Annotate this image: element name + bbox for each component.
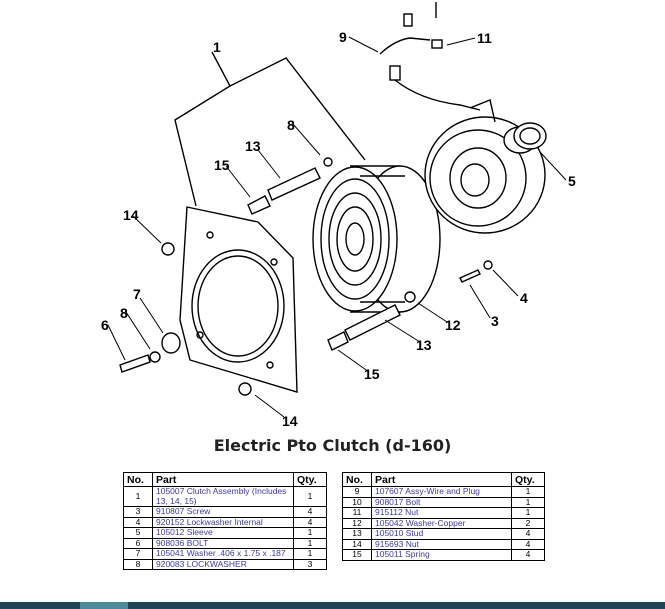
part-description-cell: 105011 Spring [371, 549, 512, 561]
table-row: 1 105007 Clutch Assembly (Includes 13, 1… [123, 486, 327, 507]
part-number-cell: 6 [123, 537, 153, 549]
callout-8-upper: 8 [287, 117, 295, 133]
part-number-cell: 8 [123, 558, 153, 570]
part-number-cell: 4 [123, 516, 153, 528]
callout-7: 7 [133, 286, 141, 302]
assembly-bracket [174, 51, 366, 207]
part-qty-cell: 1 [511, 486, 545, 498]
wire-harness-part [379, 2, 481, 111]
part-qty-cell: 4 [511, 538, 545, 550]
callout-6: 6 [101, 317, 109, 333]
part-description-cell: 915112 Nut [371, 507, 512, 519]
part-qty-cell: 1 [293, 527, 327, 539]
diagram-title: Electric Pto Clutch (d-160) [213, 436, 452, 455]
bottom-bar [0, 602, 665, 609]
table-row: 10 908017 Bolt 1 [342, 496, 545, 508]
part-number-cell: 9 [342, 486, 372, 498]
table-header-row: No. Part Qty. [342, 472, 545, 487]
column-header-part: Part [152, 472, 294, 487]
table-row: 6 908036 BOLT 1 [123, 537, 327, 549]
hardware-parts [119, 242, 493, 396]
part-qty-cell: 1 [511, 496, 545, 508]
part-number-cell: 5 [123, 527, 153, 539]
mounting-plate-part [179, 206, 298, 393]
callout-labels: 1 9 11 8 13 15 14 5 4 3 12 13 15 14 7 8 … [101, 29, 576, 429]
callout-13-upper: 13 [245, 138, 261, 154]
table-row: 8 920083 LOCKWASHER 3 [123, 558, 327, 570]
table-row: 9 107607 Assy-Wire and Plug 1 [342, 486, 545, 498]
callout-14-upper: 14 [123, 207, 139, 223]
part-description-cell: 920083 LOCKWASHER [152, 558, 294, 570]
part-description-cell: 908017 Bolt [371, 496, 512, 508]
part-qty-cell: 3 [293, 558, 327, 570]
part-qty-cell: 4 [293, 506, 327, 518]
table-row: 7 105041 Washer .406 x 1.75 x .187 1 [123, 548, 327, 560]
column-header-qty: Qty. [511, 472, 545, 487]
part-description-cell: 107607 Assy-Wire and Plug [371, 486, 512, 498]
pulley-part [312, 165, 441, 313]
part-qty-cell: 1 [293, 548, 327, 560]
part-number-cell: 1 [123, 486, 153, 507]
callout-13-lower: 13 [416, 337, 432, 353]
part-qty-cell: 1 [293, 486, 327, 507]
part-description-cell: 915693 Nut [371, 538, 512, 550]
part-description-cell: 908036 BOLT [152, 537, 294, 549]
part-qty-cell: 1 [511, 507, 545, 519]
sleeve-part [503, 122, 547, 154]
callout-4: 4 [520, 290, 528, 306]
field-coil-part [424, 99, 546, 234]
part-description-cell: 105042 Washer-Copper [371, 517, 512, 529]
part-description-cell: 910807 Screw [152, 506, 294, 518]
column-header-no: No. [123, 472, 153, 487]
parts-table-left: No. Part Qty. 1 105007 Clutch Assembly (… [123, 472, 327, 570]
callout-11: 11 [477, 30, 492, 46]
part-description-cell: 105010 Stud [371, 528, 512, 540]
callout-9: 9 [339, 29, 347, 45]
part-description-cell: 920152 Lockwasher Internal [152, 516, 294, 528]
table-row: 4 920152 Lockwasher Internal 4 [123, 516, 327, 528]
part-description-cell: 105007 Clutch Assembly (Includes 13, 14,… [152, 486, 294, 507]
exploded-parts-diagram: 1 9 11 8 13 15 14 5 4 3 12 13 15 14 7 8 … [101, 2, 576, 429]
stud-spring-lower [327, 291, 416, 351]
part-description-cell: 105012 Sleeve [152, 527, 294, 539]
table-row: 13 105010 Stud 4 [342, 528, 545, 540]
leader-lines [107, 36, 567, 418]
callout-15-upper: 15 [214, 157, 230, 173]
part-number-cell: 10 [342, 496, 372, 508]
part-qty-cell: 1 [293, 537, 327, 549]
callout-8-lower: 8 [120, 305, 128, 321]
callout-15-lower: 15 [364, 366, 380, 382]
table-header-row: No. Part Qty. [123, 472, 327, 487]
table-row: 11 915112 Nut 1 [342, 507, 545, 519]
callout-5: 5 [568, 173, 576, 189]
part-number-cell: 12 [342, 517, 372, 529]
part-number-cell: 11 [342, 507, 372, 519]
part-number-cell: 7 [123, 548, 153, 560]
part-number-cell: 13 [342, 528, 372, 540]
table-row: 12 105042 Washer-Copper 2 [342, 517, 545, 529]
callout-1: 1 [213, 39, 221, 55]
stud-spring-upper [247, 157, 333, 215]
part-number-cell: 15 [342, 549, 372, 561]
table-row: 5 105012 Sleeve 1 [123, 527, 327, 539]
column-header-no: No. [342, 472, 372, 487]
parts-table-right: No. Part Qty. 9 107607 Assy-Wire and Plu… [342, 472, 545, 561]
part-number-cell: 3 [123, 506, 153, 518]
column-header-part: Part [371, 472, 512, 487]
part-qty-cell: 4 [293, 516, 327, 528]
callout-3: 3 [491, 313, 499, 329]
column-header-qty: Qty. [293, 472, 327, 487]
callout-14-lower: 14 [282, 413, 298, 429]
part-qty-cell: 4 [511, 549, 545, 561]
table-row: 3 910807 Screw 4 [123, 506, 327, 518]
callout-12: 12 [445, 317, 461, 333]
bottom-bar-accent [80, 602, 128, 609]
part-qty-cell: 4 [511, 528, 545, 540]
part-qty-cell: 2 [511, 517, 545, 529]
table-row: 14 915693 Nut 4 [342, 538, 545, 550]
table-row: 15 105011 Spring 4 [342, 549, 545, 561]
part-description-cell: 105041 Washer .406 x 1.75 x .187 [152, 548, 294, 560]
part-number-cell: 14 [342, 538, 372, 550]
